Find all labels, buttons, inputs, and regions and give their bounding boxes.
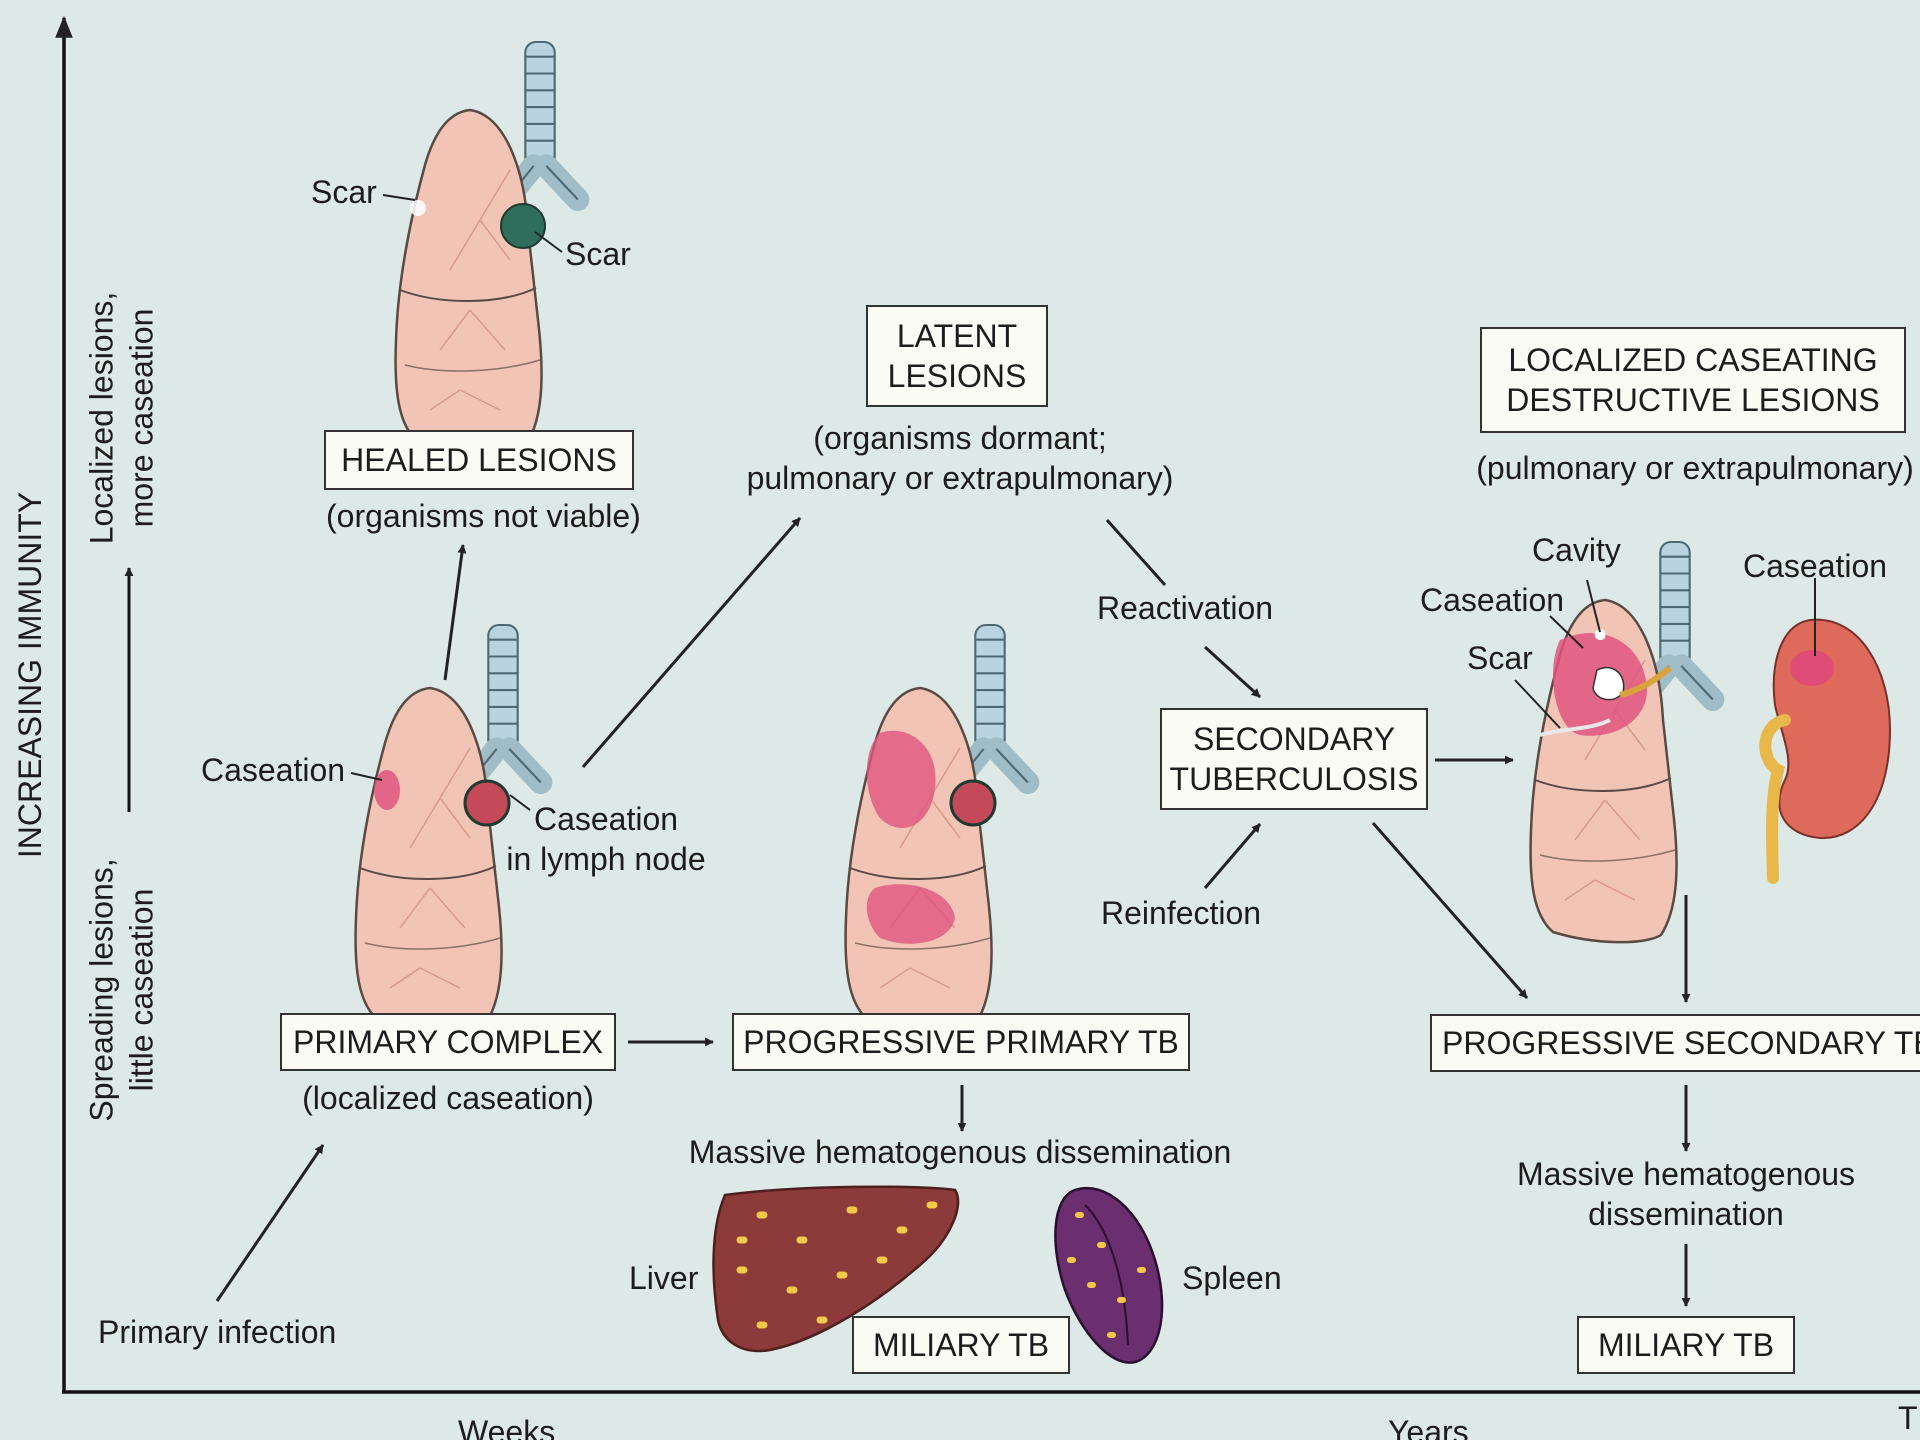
localized-caption: (pulmonary or extrapulmonary)	[1470, 448, 1920, 488]
latent-caption: (organisms dormant; pulmonary or extrapu…	[735, 418, 1185, 499]
scar-lung-label: Scar	[311, 172, 377, 212]
secondary-lung-icon	[1531, 600, 1677, 942]
caseation-secondary-label: Caseation	[1420, 580, 1564, 620]
progressive-secondary-box: PROGRESSIVE SECONDARY TB	[1430, 1014, 1920, 1072]
caseation-node-label: Caseation in lymph node	[506, 799, 706, 880]
healed-lung-icon	[396, 110, 542, 452]
cavity-label: Cavity	[1532, 530, 1621, 570]
localized-caseating-box: LOCALIZED CASEATING DESTRUCTIVE LESIONS	[1480, 327, 1906, 433]
scar-secondary-label: Scar	[1467, 638, 1533, 678]
y-axis-bottom-label: Spreading lesions, little caseation	[82, 858, 163, 1121]
healed-caption: (organisms not viable)	[326, 496, 636, 536]
miliary-tb-box-left: MILIARY TB	[852, 1316, 1070, 1374]
progressive-lymph-node-icon	[951, 781, 995, 825]
massive-dissemination-right: Massive hematogenous dissemination	[1496, 1154, 1876, 1235]
primary-complex-box: PRIMARY COMPLEX	[280, 1013, 616, 1071]
reactivation-label: Reactivation	[1097, 588, 1273, 628]
massive-dissemination-left: Massive hematogenous dissemination	[660, 1132, 1260, 1172]
x-axis-weeks-label: Weeks	[458, 1412, 555, 1440]
progressive-lung-icon	[846, 688, 992, 1030]
x-axis-cut-label: T	[1898, 1398, 1918, 1438]
progressive-primary-box: PROGRESSIVE PRIMARY TB	[732, 1013, 1190, 1071]
healed-lesions-box: HEALED LESIONS	[324, 430, 634, 490]
healed-lymph-node-icon	[501, 204, 545, 248]
caseation-lung-label: Caseation	[201, 750, 345, 790]
reinfection-label: Reinfection	[1101, 893, 1261, 933]
y-axis-label: INCREASING IMMUNITY	[10, 492, 50, 858]
primary-lung-icon	[356, 688, 502, 1030]
scar-node-label: Scar	[565, 234, 631, 274]
liver-label: Liver	[629, 1258, 698, 1298]
secondary-tuberculosis-box: SECONDARY TUBERCULOSIS	[1160, 708, 1428, 810]
primary-lymph-node-icon	[465, 781, 509, 825]
spleen-icon	[1055, 1188, 1162, 1363]
miliary-tb-box-right: MILIARY TB	[1577, 1316, 1795, 1374]
primary-caption: (localized caseation)	[268, 1078, 628, 1118]
kidney-icon	[1765, 620, 1890, 878]
latent-lesions-box: LATENT LESIONS	[866, 305, 1048, 407]
y-axis-top-label: Localized lesions, more caseation	[82, 292, 163, 545]
primary-infection-label: Primary infection	[98, 1312, 336, 1352]
spleen-label: Spleen	[1182, 1258, 1282, 1298]
caseation-kidney-label: Caseation	[1743, 546, 1887, 586]
x-axis-years-label: Years	[1388, 1412, 1469, 1440]
